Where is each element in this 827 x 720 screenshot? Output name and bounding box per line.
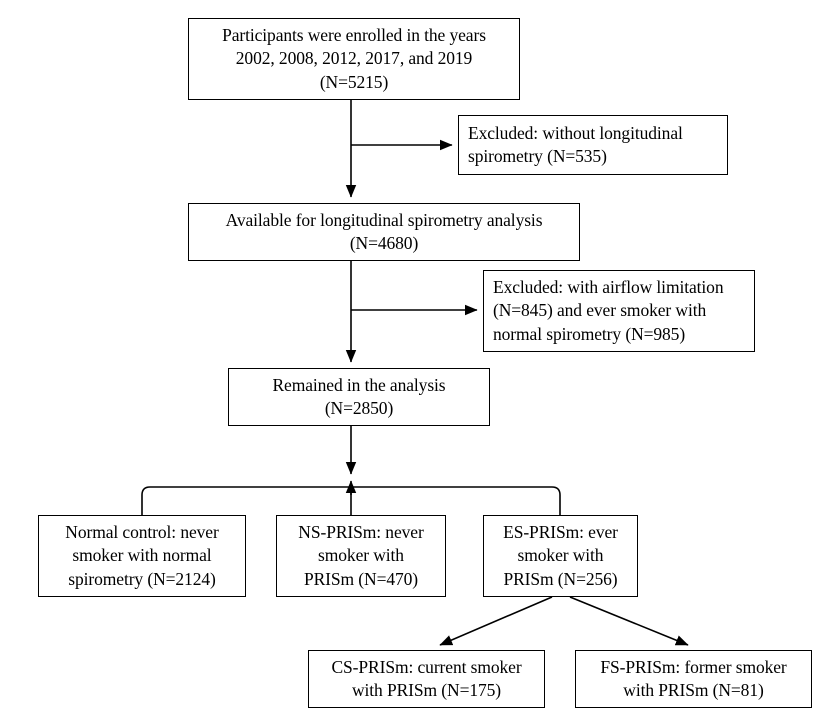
- node-es-prism: ES-PRISm: ever smoker with PRISm (N=256): [483, 515, 638, 597]
- node-line: smoker with: [517, 545, 604, 566]
- node-line: PRISm (N=470): [303, 568, 419, 589]
- node-line: smoker with: [318, 545, 404, 566]
- node-cs-prism: CS-PRISm: current smoker with PRISm (N=1…: [308, 650, 545, 708]
- node-line: Normal control: never: [65, 522, 219, 543]
- node-line: ES-PRISm: ever: [503, 522, 618, 543]
- node-line: Available for longitudinal spirometry an…: [225, 209, 543, 230]
- node-excluded-without-longitudinal-spirometry: Excluded: without longitudinal spirometr…: [458, 115, 728, 175]
- node-line: (N=4680): [349, 233, 419, 253]
- node-line: Remained in the analysis: [272, 374, 446, 395]
- node-line: normal spirometry (N=985): [493, 323, 686, 344]
- node-line: FS-PRISm: former smoker: [600, 656, 787, 677]
- node-line: 2002, 2008, 2012, 2017, and 2019: [235, 48, 473, 69]
- node-line: (N=5215): [319, 71, 389, 92]
- node-normal-control: Normal control: never smoker with normal…: [38, 515, 246, 597]
- edge-es-prism-to-cs-prism: [439, 596, 553, 646]
- node-line: PRISm (N=256): [503, 568, 618, 589]
- node-line: Excluded: with airflow limitation: [493, 277, 724, 298]
- node-line: with PRISm (N=175): [351, 680, 502, 700]
- edge-es-prism-to-fs-prism: [569, 596, 689, 646]
- node-line: NS-PRISm: never: [298, 522, 424, 543]
- node-line: CS-PRISm: current smoker: [331, 656, 522, 677]
- node-line: with PRISm (N=81): [623, 680, 764, 700]
- node-line: smoker with normal: [72, 545, 212, 566]
- node-line: Participants were enrolled in the years: [222, 25, 486, 46]
- node-excluded-airflow-limitation-and-ever-smoker: Excluded: with airflow limitation (N=845…: [483, 270, 755, 352]
- node-participants-enrolled: Participants were enrolled in the years …: [188, 18, 520, 100]
- node-remained-in-the-analysis: Remained in the analysis (N=2850): [228, 368, 490, 426]
- node-line: (N=2850): [324, 398, 394, 418]
- split-bus: [141, 486, 561, 515]
- node-line: Excluded: without longitudinal: [468, 122, 683, 143]
- node-line: spirometry (N=2124): [68, 568, 216, 589]
- node-fs-prism: FS-PRISm: former smoker with PRISm (N=81…: [575, 650, 812, 708]
- node-available-for-longitudinal-spirometry-analysis: Available for longitudinal spirometry an…: [188, 203, 580, 261]
- node-line: (N=845) and ever smoker with: [493, 300, 707, 321]
- node-line: spirometry (N=535): [468, 146, 607, 166]
- node-ns-prism: NS-PRISm: never smoker with PRISm (N=470…: [276, 515, 446, 597]
